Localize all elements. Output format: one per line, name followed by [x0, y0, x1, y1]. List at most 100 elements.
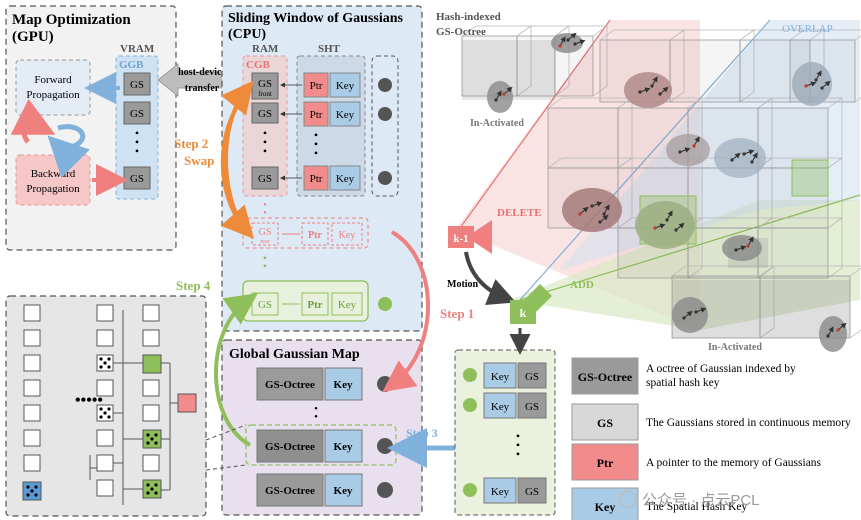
new-ptr-label: Ptr — [307, 299, 322, 311]
gaussian-center — [730, 158, 734, 162]
global-key-3 — [324, 473, 363, 507]
global-node-3 — [377, 482, 393, 498]
octree-ellipsis: ••••• — [75, 392, 103, 409]
ggb-ellipsis-1: • — [135, 126, 139, 140]
cgb-gs-3-label: GS — [258, 173, 272, 185]
global-ellipsis-1: • — [314, 403, 318, 415]
global-node-2 — [377, 438, 393, 454]
sht-ptr-3 — [303, 165, 329, 191]
gaussian-center — [658, 92, 662, 96]
rear-key-label: Key — [339, 230, 356, 241]
step3: Step 3 — [387, 426, 455, 468]
octree-leaf — [142, 329, 160, 347]
global-node-1 — [377, 376, 393, 392]
table-node — [463, 398, 477, 412]
global-key-2 — [324, 429, 363, 463]
table-gs — [517, 477, 547, 504]
table-node — [463, 368, 477, 382]
ggb-gs-1 — [123, 72, 151, 96]
sht-ptr-2 — [303, 101, 329, 127]
octree-leaf — [142, 404, 160, 422]
gaussian-7 — [562, 188, 622, 232]
gaussian-8 — [635, 201, 695, 249]
gaussian-center — [650, 84, 654, 88]
sht-key-2 — [329, 101, 361, 127]
gaussian-center — [638, 90, 642, 94]
rear-ellipsis-2: • — [263, 208, 267, 219]
legend-description: spatial hash key — [646, 377, 720, 389]
sliding-window-title: Sliding Window of Gaussians — [228, 11, 404, 26]
gaussian-center — [692, 144, 696, 148]
table-ellipsis-1: • — [516, 429, 520, 443]
sht-ptr-1-label: Ptr — [310, 80, 323, 92]
global-key-2-label: Key — [334, 441, 353, 453]
gaussian-center — [734, 248, 738, 252]
backward-line-1: Backward — [31, 168, 76, 180]
table-key-label: Key — [491, 371, 510, 383]
ram-label: RAM — [252, 43, 279, 55]
octree-cube-edge — [592, 25, 608, 37]
delete-boundary — [454, 19, 611, 236]
gaussian-center — [566, 38, 570, 42]
camera-prev-label: k-1 — [453, 233, 468, 245]
cgb-ellipsis-3: • — [263, 144, 267, 158]
octree-leaf — [23, 404, 41, 422]
global-key-1-label: Key — [334, 379, 353, 391]
gaussian-center — [836, 328, 840, 332]
table-ellipsis-2: • — [516, 438, 520, 452]
table-key-label: Key — [491, 486, 510, 498]
add-label: ADD — [570, 279, 594, 291]
legend-swatch — [571, 443, 639, 481]
overlap-boundary — [519, 19, 771, 301]
watermark-text: 公众号 · 点云PCL — [642, 492, 760, 509]
gaussian-center — [678, 150, 682, 154]
gaussian-center — [598, 220, 602, 224]
legend-swatch-label: Ptr — [597, 456, 614, 470]
map-optimization-title: Map Optimization — [12, 12, 131, 28]
scene-title-2: GS-Octree — [436, 26, 486, 38]
transfer-label-2: transfer — [185, 83, 220, 94]
rear-ptr-label: Ptr — [308, 230, 322, 241]
sliding-window-subtitle: (CPU) — [228, 27, 266, 42]
step4-arrow — [214, 293, 258, 447]
overlap-region — [560, 20, 860, 270]
gaussian-center — [502, 92, 506, 96]
octree-cube-edge — [827, 97, 843, 109]
octree-leaf-column-1 — [23, 304, 41, 472]
backward-line-2: Propagation — [26, 183, 80, 195]
octree-leaf — [96, 379, 114, 397]
gaussian-center — [746, 244, 750, 248]
sht-label: SHT — [318, 43, 341, 55]
oct-green-1 — [142, 354, 162, 374]
motion-label: Motion — [447, 279, 479, 290]
sw-node-1 — [378, 78, 392, 92]
cgb-gs-front-label: GS — [258, 78, 272, 90]
legend-description: The Gaussians stored in continuous memor… — [646, 417, 851, 429]
table-key — [483, 477, 517, 504]
sht-ptr-2-label: Ptr — [310, 109, 323, 121]
sht-key-2-label: Key — [336, 109, 355, 121]
gaussian-center — [653, 226, 657, 230]
step1: Step 1 — [382, 230, 474, 393]
gaussian-center — [590, 204, 594, 208]
ggb-gs-1-label: GS — [130, 79, 144, 91]
global-key-1 — [324, 367, 363, 401]
table-gs-label: GS — [525, 486, 539, 498]
cgb-gs-3 — [251, 166, 279, 190]
rear-ptr — [301, 222, 329, 246]
swap-arrow-up — [221, 80, 254, 219]
table-key — [483, 392, 517, 419]
ggb-gs-2-label: GS — [130, 108, 144, 120]
legend-swatch — [571, 357, 639, 395]
cgb-ellipsis-2: • — [263, 135, 267, 149]
add-region — [510, 200, 860, 330]
octree-cube-edge — [809, 29, 825, 41]
new-gs-label: GS — [258, 299, 272, 311]
in-activated-bottom: In-Activated — [708, 342, 762, 353]
map-optimization-panel: Map Optimization (GPU) VRAM GGB GS GS • … — [5, 5, 177, 251]
sw-node-2 — [378, 107, 392, 121]
gaussian-center — [820, 86, 824, 90]
sht-key-3 — [329, 165, 361, 191]
